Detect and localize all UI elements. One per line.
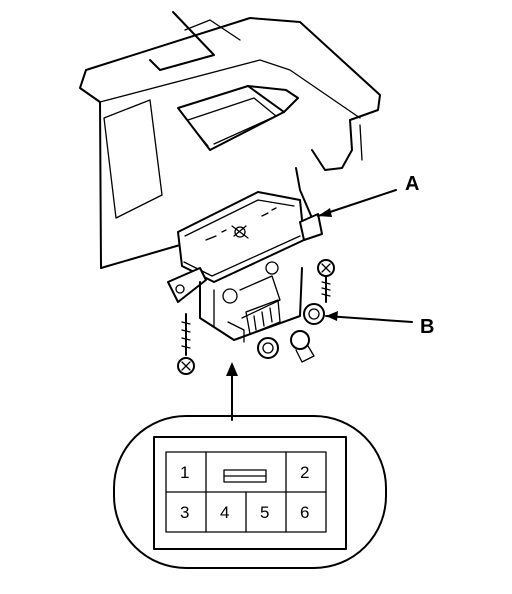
pin-6: 6 [300, 503, 309, 522]
leader-line-b [325, 311, 413, 323]
pin-5: 5 [260, 503, 269, 522]
pin-2: 2 [300, 463, 309, 482]
pin-1: 1 [180, 463, 189, 482]
screw-right [317, 259, 335, 303]
bulb-socket-bottom [257, 337, 279, 359]
connector-detail [113, 415, 387, 569]
bulb-socket-right [290, 303, 325, 363]
connector-arrow [226, 362, 238, 421]
callout-a-label: A [405, 173, 419, 195]
screw-left [177, 313, 195, 375]
callout-b-label: B [420, 316, 434, 338]
leader-line-a [317, 189, 397, 217]
pin-4: 4 [220, 503, 229, 522]
pin-3: 3 [180, 503, 189, 522]
dashboard-pocket [177, 85, 299, 151]
dashboard-panel [79, 11, 381, 269]
switch-assembly [167, 191, 323, 343]
